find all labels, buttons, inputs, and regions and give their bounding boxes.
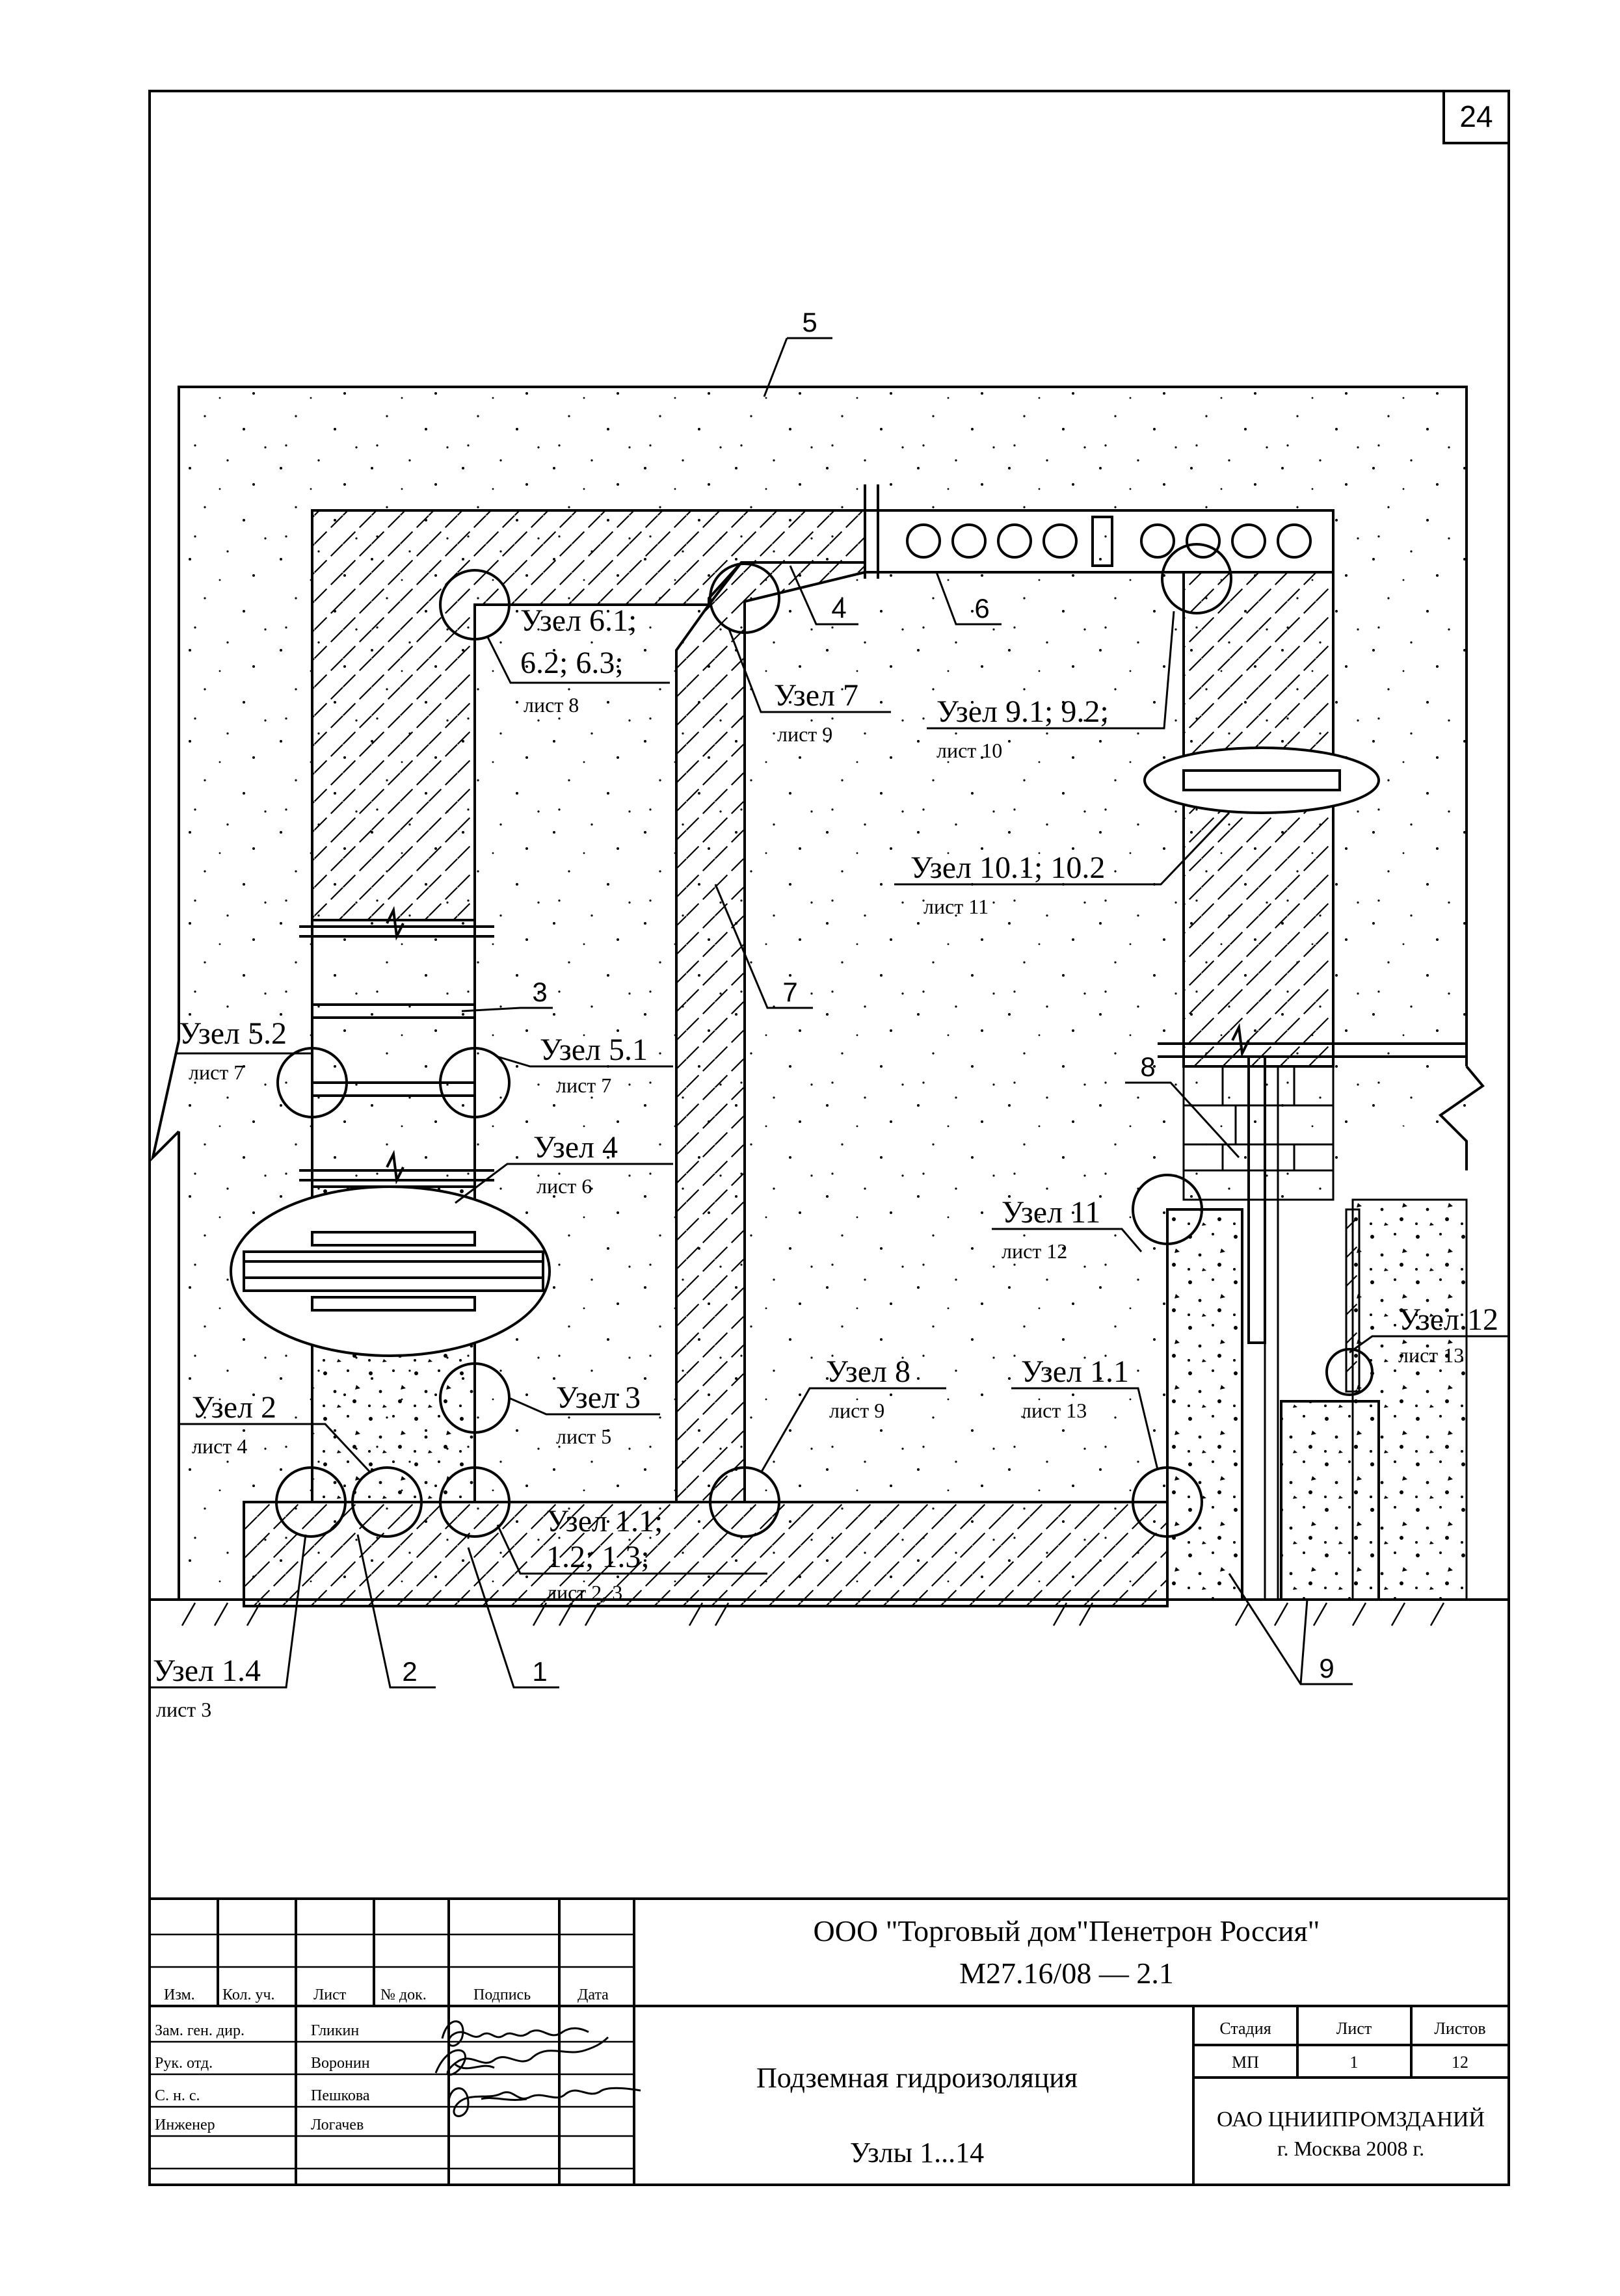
node-2-label: Узел 2	[192, 1390, 276, 1425]
node-4-sheet: лист 6	[537, 1174, 592, 1198]
callout-1: 1	[532, 1656, 547, 1687]
right-wall-upper	[1182, 571, 1335, 1068]
node-4-label: Узел 4	[533, 1130, 618, 1165]
node-1-1-line1: Узел 1.1;	[546, 1504, 663, 1538]
tb-name-3: Логачев	[311, 2117, 364, 2133]
tb-stage-header: Стадия	[1219, 2019, 1271, 2038]
callout-9: 9	[1319, 1653, 1334, 1683]
tb-role-0: Зам. ген. дир.	[155, 2022, 245, 2039]
node-12-sheet: лист 13	[1398, 1343, 1464, 1367]
node-1-4-label: Узел 1.4	[153, 1654, 261, 1688]
tb-stage: МП	[1232, 2053, 1259, 2072]
tb-code: М27.16/08 — 2.1	[959, 1957, 1174, 1990]
callout-5: 5	[802, 307, 817, 337]
insulation-strip	[1345, 1208, 1361, 1393]
tb-header-izm: Изм.	[164, 1986, 195, 2003]
node-9-label: Узел 9.1; 9.2;	[936, 694, 1109, 729]
node-1-4-sheet: лист 3	[156, 1698, 211, 1721]
tb-role-2: С. н. с.	[155, 2087, 200, 2104]
callout-2: 2	[402, 1656, 417, 1687]
sheet-number: 24	[1459, 99, 1493, 133]
tb-header-list: Лист	[313, 1986, 347, 2003]
tb-header-kol: Кол. уч.	[222, 1986, 275, 2003]
right-pipe	[1143, 746, 1380, 814]
outer-frame	[148, 90, 1510, 2186]
node-5-1-sheet: лист 7	[556, 1074, 611, 1097]
title-block-text: Изм. Кол. уч. Лист № док. Подпись Дата З…	[155, 1914, 1486, 2169]
tb-subtitle: Узлы 1...14	[850, 2137, 984, 2169]
tb-name-1: Воронин	[311, 2055, 370, 2072]
sheet-number-box: 24	[1442, 90, 1510, 144]
node-9-sheet: лист 10	[936, 739, 1002, 762]
foundation-block-outer	[1351, 1198, 1468, 1601]
node-11-label: Узел 11	[1002, 1195, 1100, 1230]
tb-role-1: Рук. отд.	[155, 2055, 213, 2072]
node-7-sheet: лист 9	[777, 722, 832, 746]
tb-sheets: 12	[1452, 2053, 1468, 2072]
node-2-sheet: лист 4	[192, 1434, 247, 1458]
tb-header-podpis: Подпись	[473, 1986, 531, 2003]
callout-7: 7	[782, 977, 797, 1007]
node-1-1-right-label: Узел 1.1	[1021, 1354, 1129, 1389]
internal-wall-7	[675, 561, 866, 1503]
tb-sheets-header: Листов	[1434, 2019, 1485, 2038]
node-1-1-line2: 1.2; 1.3;	[546, 1540, 650, 1574]
tb-header-data: Дата	[578, 1986, 609, 2003]
node-5-2-sheet: лист 7	[189, 1061, 244, 1084]
tb-city-year: г. Москва 2008 г.	[1277, 2137, 1424, 2160]
node-3-sheet: лист 5	[556, 1425, 611, 1448]
node-6-1-line2: 6.2; 6.3;	[520, 646, 624, 680]
node-1-1-right-sheet: лист 13	[1021, 1399, 1087, 1422]
signatures	[434, 2020, 641, 2117]
tb-company: ОАО ЦНИИПРОМЗДАНИЙ	[1217, 2107, 1485, 2131]
tb-sheet: 1	[1350, 2053, 1359, 2072]
node-7-label: Узел 7	[774, 678, 858, 713]
callout-6: 6	[974, 593, 989, 624]
title-block	[150, 1897, 1509, 2185]
ground-hatch	[181, 1602, 1445, 1626]
node-10-label: Узел 10.1; 10.2	[910, 851, 1105, 885]
base-slab	[243, 1501, 1169, 1607]
tb-org: ООО "Торговый дом"Пенетрон Россия"	[814, 1914, 1320, 1947]
tb-role-3: Инженер	[155, 2117, 215, 2133]
brick-wall	[1182, 1065, 1335, 1201]
node-6-1-line1: Узел 6.1;	[520, 603, 637, 638]
node-5-1-label: Узел 5.1	[540, 1033, 648, 1067]
tb-name-0: Гликин	[311, 2022, 359, 2039]
hollow-core-slab	[864, 484, 1335, 579]
pipe-penetration	[230, 1185, 551, 1357]
node-8-label: Узел 8	[826, 1354, 910, 1389]
callout-4: 4	[831, 593, 846, 624]
foundation-block-left	[1166, 1208, 1243, 1601]
callouts: 5 4 6 7 3 8 2 1 9	[356, 307, 1353, 1689]
node-3-label: Узел 3	[556, 1380, 641, 1415]
tb-sheet-header: Лист	[1336, 2019, 1372, 2038]
node-12-label: Узел 12	[1398, 1302, 1498, 1337]
node-11-sheet: лист 12	[1002, 1239, 1067, 1263]
node-10-sheet: лист 11	[923, 895, 989, 918]
tb-name-2: Пешкова	[311, 2087, 370, 2104]
callout-8: 8	[1140, 1051, 1155, 1082]
node-labels: Узел 6.1; 6.2; 6.3; лист 8 Узел 7 лист 9…	[150, 603, 1509, 1721]
node-1-1-sheet: лист 2, 3	[546, 1581, 622, 1604]
anchor-rod	[1264, 1066, 1279, 1600]
callout-3: 3	[532, 977, 547, 1007]
node-6-1-sheet: лист 8	[524, 693, 579, 717]
tb-header-ndoc: № док.	[380, 1986, 427, 2003]
tb-title: Подземная гидроизоляция	[756, 2062, 1078, 2094]
node-5-2-label: Узел 5.2	[179, 1016, 287, 1051]
node-8-sheet: лист 9	[829, 1399, 884, 1422]
